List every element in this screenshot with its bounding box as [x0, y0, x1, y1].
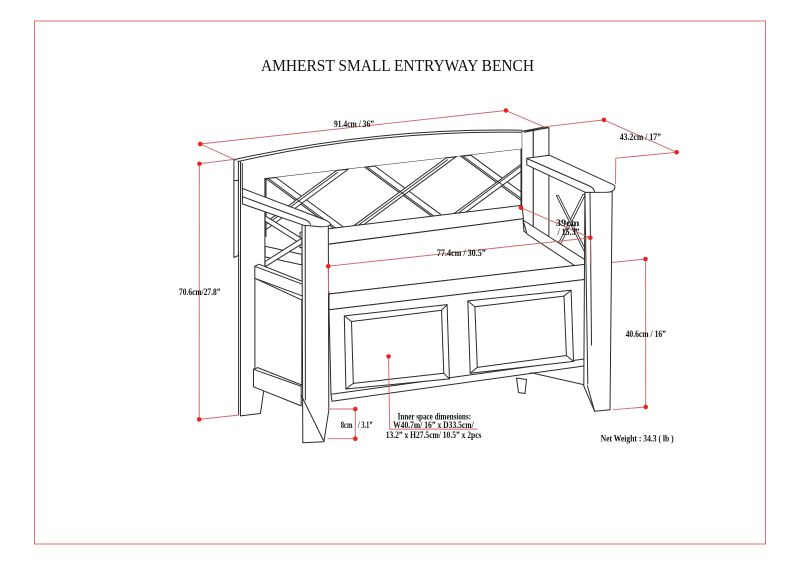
svg-text:40.6cm / 16”: 40.6cm / 16” [626, 329, 666, 340]
svg-text:Net Weight : 34.3 ( lb ): Net Weight : 34.3 ( lb ) [601, 433, 674, 444]
svg-text:AMHERST SMALL ENTRYWAY BENCH: AMHERST SMALL ENTRYWAY BENCH [261, 56, 534, 75]
svg-text:/ 3.1”: / 3.1” [357, 420, 372, 431]
svg-text:43.2cm / 17”: 43.2cm / 17” [620, 132, 661, 143]
svg-text:W40.7m/ 16” x D33.5cm/: W40.7m/ 16” x D33.5cm/ [393, 420, 474, 431]
svg-text:8cm: 8cm [341, 420, 353, 431]
svg-text:70.6cm/27.8”: 70.6cm/27.8” [179, 287, 221, 298]
svg-text:Inner space dimensions:: Inner space dimensions: [398, 411, 471, 422]
svg-text:/ 15.3”: / 15.3” [557, 227, 580, 238]
svg-text:77.4cm / 30.5”: 77.4cm / 30.5” [437, 248, 486, 259]
svg-text:91.4cm / 36”: 91.4cm / 36” [334, 119, 374, 130]
svg-text:13.2” x H27.5cm/ 10.5” x 2pcs: 13.2” x H27.5cm/ 10.5” x 2pcs [386, 430, 482, 441]
svg-text:39cm: 39cm [556, 218, 579, 229]
